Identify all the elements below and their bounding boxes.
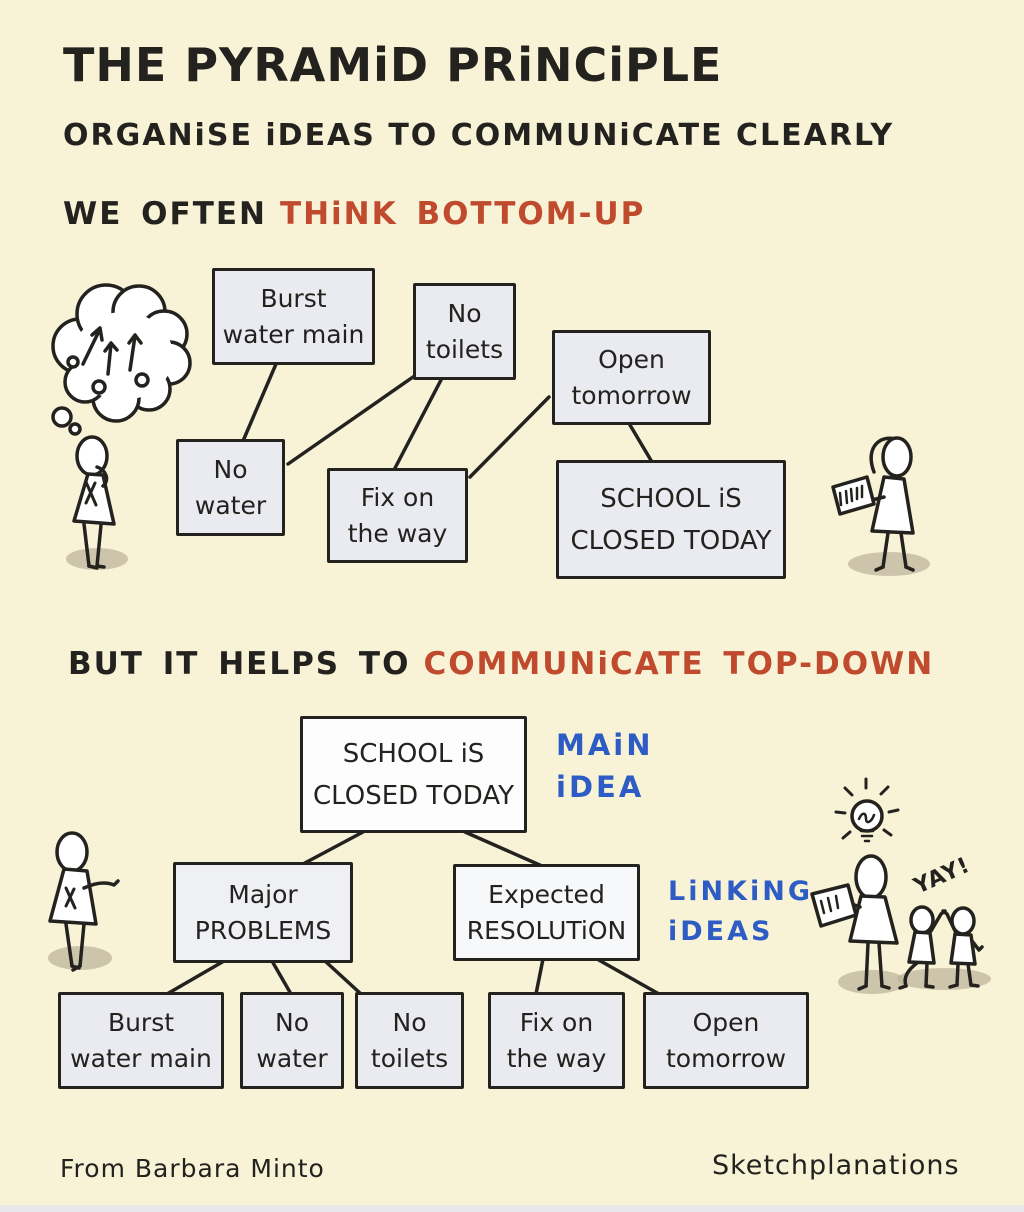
box-school-closed: SCHOOL iS CLOSED TODAY xyxy=(556,460,786,579)
box-text: No xyxy=(275,1007,309,1037)
box-text: No xyxy=(447,298,482,328)
box-text: Fix on xyxy=(360,482,435,512)
subtitle: ORGANiSE iDEAS TO COMMUNiCATE CLEARLY xyxy=(63,118,895,153)
box-text: Major xyxy=(228,879,298,909)
connector-line xyxy=(270,959,293,996)
connector-line xyxy=(241,362,278,443)
connector-line xyxy=(165,959,226,996)
box-text: Open xyxy=(598,344,665,374)
box-text: tomorrow xyxy=(665,1043,787,1073)
box-text: No xyxy=(392,1007,427,1037)
connector-lines-top-down xyxy=(165,830,661,996)
box-text: water xyxy=(256,1043,328,1073)
box-text: CLOSED TODAY xyxy=(570,525,772,556)
box-no-water: No water xyxy=(176,439,285,536)
box-text: SCHOOL iS xyxy=(600,483,742,514)
teacher-figure xyxy=(810,854,906,994)
box-text: Burst xyxy=(107,1007,175,1037)
box-text: tomorrow xyxy=(571,380,692,410)
connector-line xyxy=(301,830,365,866)
connector-line xyxy=(463,830,544,868)
label-line: iDEAS xyxy=(668,916,774,947)
note-paper-icon xyxy=(810,883,858,928)
label-linking-ideas: LiNKiNG iDEAS xyxy=(668,872,813,952)
credit-text: From Barbara Minto xyxy=(60,1154,325,1183)
connector-lines-bottom-up xyxy=(241,362,654,479)
box-open-tomorrow: Open tomorrow xyxy=(643,992,809,1089)
figure-shadow xyxy=(897,968,991,990)
box-no-toilets: No toilets xyxy=(413,283,516,380)
label-line: iDEA xyxy=(556,770,645,804)
celebrating-kids-figure: YAY! xyxy=(897,853,991,990)
section-prefix: WE OFTEN xyxy=(63,196,267,232)
box-fix-on-the-way: Fix on the way xyxy=(327,468,468,563)
connector-line xyxy=(595,957,661,996)
box-fix-on-the-way: Fix on the way xyxy=(488,992,625,1089)
box-text: water main xyxy=(222,319,365,349)
note-paper-icon xyxy=(831,475,876,516)
box-text: the way xyxy=(506,1043,607,1073)
section-prefix: BUT IT HELPS TO xyxy=(68,646,411,682)
figure-shadow xyxy=(848,552,930,576)
connector-line xyxy=(323,959,363,996)
section-accent: COMMUNiCATE TOP-DOWN xyxy=(423,646,935,682)
box-burst-water-main: Burst water main xyxy=(212,268,375,365)
page-edge-strip xyxy=(0,1205,1024,1212)
box-text: toilets xyxy=(425,334,504,364)
box-text: Expected xyxy=(488,879,605,909)
box-text: SCHOOL iS xyxy=(342,738,485,769)
box-school-closed-main-idea: SCHOOL iS CLOSED TODAY xyxy=(300,716,527,833)
presenter-figure xyxy=(48,831,120,972)
thinking-person-figure xyxy=(66,435,128,570)
box-text: Fix on xyxy=(519,1007,594,1037)
connector-line xyxy=(392,378,443,472)
arrow-up-icon xyxy=(81,326,104,366)
box-major-problems: Major PROBLEMS xyxy=(173,862,353,963)
box-burst-water-main: Burst water main xyxy=(58,992,224,1089)
arrow-up-icon xyxy=(103,341,119,376)
arrow-up-icon xyxy=(127,333,143,372)
section-accent: THiNK BOTTOM-UP xyxy=(279,196,646,232)
box-no-water: No water xyxy=(240,992,344,1089)
thought-cloud-icon xyxy=(51,283,192,436)
page-title: THE PYRAMiD PRiNCiPLE xyxy=(63,38,723,92)
box-text: RESOLUTiON xyxy=(466,915,627,945)
box-text: No xyxy=(213,454,248,484)
section-heading-top-down: BUT IT HELPS TO COMMUNiCATE TOP-DOWN xyxy=(68,646,934,682)
connector-line xyxy=(628,423,654,464)
section-heading-bottom-up: WE OFTEN THiNK BOTTOM-UP xyxy=(63,196,645,232)
yay-text: YAY! xyxy=(909,853,974,900)
box-text: water main xyxy=(70,1043,212,1073)
confused-person-figure xyxy=(831,436,930,576)
box-text: water xyxy=(194,490,267,520)
lightbulb-icon xyxy=(834,777,900,843)
figure-shadow xyxy=(838,970,906,994)
box-text: Open xyxy=(692,1007,760,1037)
box-text: toilets xyxy=(370,1043,449,1073)
box-open-tomorrow: Open tomorrow xyxy=(552,330,711,425)
box-text: CLOSED TODAY xyxy=(313,780,514,811)
connector-line xyxy=(286,375,415,466)
label-line: MAiN xyxy=(556,728,654,762)
box-text: PROBLEMS xyxy=(194,915,332,945)
brand-text: Sketchplanations xyxy=(712,1150,960,1181)
box-text: the way xyxy=(347,518,448,548)
label-main-idea: MAiN iDEA xyxy=(556,724,654,808)
box-text: Burst xyxy=(260,283,327,313)
box-no-toilets: No toilets xyxy=(355,992,464,1089)
connector-line xyxy=(468,395,551,479)
connector-line xyxy=(534,957,545,996)
box-expected-resolution: Expected RESOLUTiON xyxy=(453,864,640,961)
label-line: LiNKiNG xyxy=(668,876,813,907)
